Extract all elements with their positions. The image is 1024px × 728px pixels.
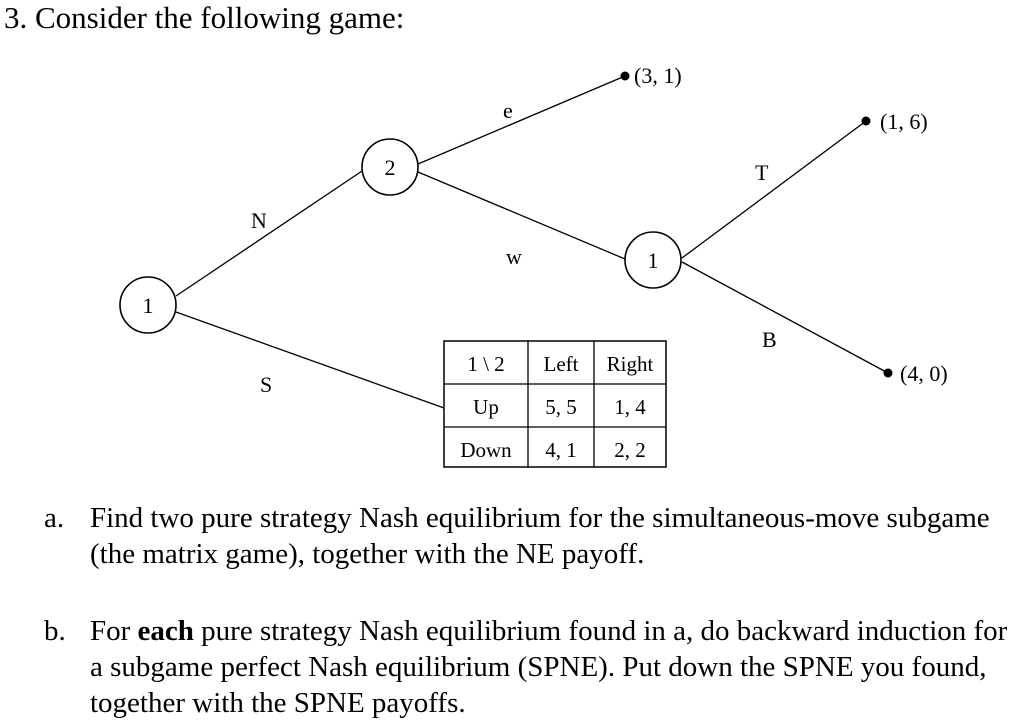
edge-w [417,171,626,260]
matrix-col-right: Right [607,352,654,376]
edge-S [175,311,445,409]
payoff-e: (3, 1) [634,63,682,88]
action-B: B [762,327,777,352]
terminal-dot-B [883,368,893,378]
edge-T [681,120,867,259]
question-a-text: Find two pure strategy Nash equilibrium … [90,502,990,570]
matrix-row-down: Down [460,438,512,462]
action-S: S [260,372,272,397]
question-b-text-rest: pure strategy Nash equilibrium found in … [90,615,1008,719]
matrix-row-up: Up [473,395,499,419]
matrix-col-left: Left [544,352,579,376]
terminal-dot-e [620,71,630,81]
edge-e [417,75,626,165]
node-second-player1: 1 [624,231,682,289]
matrix-cell-up-right: 1, 4 [614,395,646,419]
matrix-cell-up-left: 5, 5 [545,395,577,419]
payoff-matrix: 1 \ 2 Left Right Up 5, 5 1, 4 Down 4, 1 … [443,340,667,468]
question-b-text: For each pure strategy Nash equilibrium … [90,613,1010,721]
edge-B [681,261,889,374]
payoff-T: (1, 6) [880,109,928,134]
node-second-player1-label: 1 [648,248,659,273]
matrix-cell-down-right: 2, 2 [614,438,646,462]
node-root: 1 [119,276,177,334]
terminal-dot-T [861,116,871,126]
question-a-mark: a. [44,502,65,534]
game-tree: 1 2 1 (3, 1) (1, 6) (4, 0) N S e w T B 1… [119,63,948,468]
action-e: e [503,98,513,123]
node-player2-label: 2 [385,155,396,180]
payoff-B: (4, 0) [900,361,948,386]
matrix-corner: 1 \ 2 [467,352,504,376]
problem-heading: 3. Consider the following game: [4,0,405,35]
action-w: w [506,244,522,269]
node-player2: 2 [361,138,419,196]
action-N: N [251,208,267,233]
question-b-emphasis: each [137,615,194,647]
question-b-mark: b. [44,615,66,647]
node-root-label: 1 [143,293,154,318]
edge-N [175,166,369,297]
question-b-text-start: For [90,615,138,647]
matrix-cell-down-left: 4, 1 [545,438,577,462]
action-T: T [755,160,769,185]
